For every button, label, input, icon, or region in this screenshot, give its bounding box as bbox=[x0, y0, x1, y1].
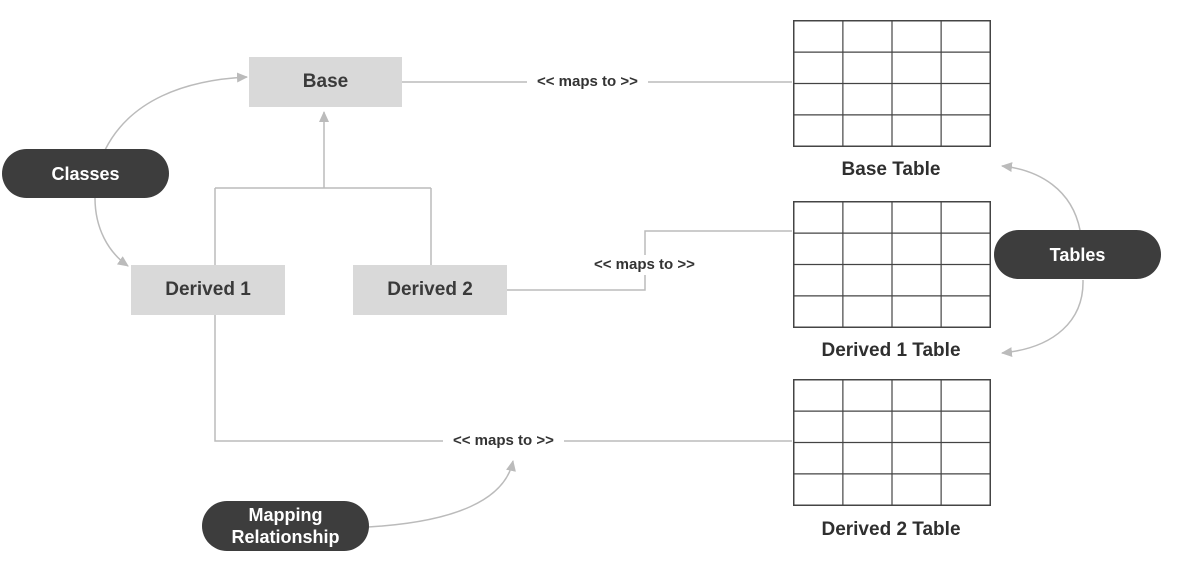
tables-arrow-to-derived1-table bbox=[1001, 279, 1084, 358]
derived2-table-grid bbox=[793, 379, 991, 506]
classes-arrow-to-derived1 bbox=[94, 197, 129, 267]
class-derived2: Derived 2 bbox=[353, 265, 507, 315]
mapping-relationship-pill: Mapping Relationship bbox=[202, 501, 369, 551]
mapping-pill-line1: Mapping bbox=[248, 505, 323, 525]
maps-to-label-derived1: << maps to >> bbox=[443, 431, 564, 451]
derived1-table-grid bbox=[793, 201, 991, 328]
base-table-caption: Base Table bbox=[841, 159, 941, 180]
connector-derived1-to-table bbox=[214, 314, 792, 442]
base-table-grid bbox=[793, 20, 991, 147]
maps-to-label-base: << maps to >> bbox=[527, 72, 648, 92]
tables-pill: Tables bbox=[994, 230, 1161, 279]
class-derived1: Derived 1 bbox=[131, 265, 285, 315]
tables-arrow-to-base-table bbox=[1001, 162, 1081, 231]
mapping-pill-line2: Relationship bbox=[231, 527, 340, 547]
maps-to-label-derived2: << maps to >> bbox=[584, 255, 705, 275]
class-base: Base bbox=[249, 57, 402, 107]
classes-arrow-to-base bbox=[104, 72, 248, 151]
derived1-table-caption: Derived 1 Table bbox=[821, 340, 961, 361]
derived2-table-caption: Derived 2 Table bbox=[821, 519, 961, 540]
mapping-arrow bbox=[367, 460, 516, 528]
classes-pill: Classes bbox=[2, 149, 169, 198]
